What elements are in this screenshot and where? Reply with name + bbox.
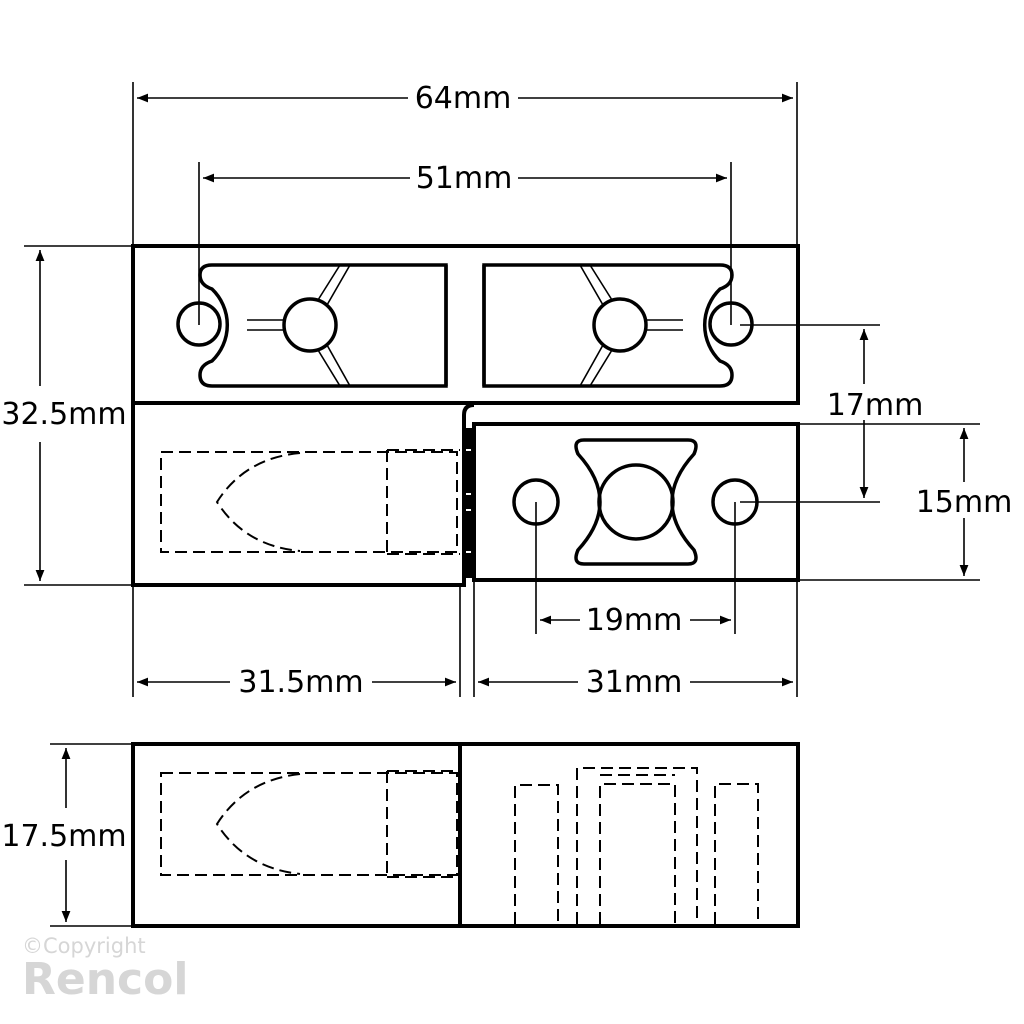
dim-label-19: 19mm: [586, 603, 683, 638]
side-elevation: [131, 742, 800, 928]
center-boss: [592, 297, 648, 353]
dim-label-31: 31mm: [586, 665, 683, 700]
dimension-hole-offset: 17mm: [740, 324, 924, 503]
dim-label-32-5: 32.5mm: [1, 397, 126, 432]
dimension-side-thickness: 17.5mm: [1, 743, 131, 927]
dimension-overall-width: 64mm: [132, 81, 798, 246]
lower-left-leaf: [131, 401, 475, 587]
top-leaf-plan: [131, 244, 800, 405]
dim-label-17: 17mm: [827, 388, 924, 423]
watermark-copyright: ©Copyright: [22, 934, 146, 958]
dim-label-31-5: 31.5mm: [238, 665, 363, 700]
copyright-watermark: ©Copyright Rencol: [22, 934, 188, 1005]
dimension-leaf-widths: 31.5mm 31mm: [132, 582, 798, 700]
dimension-overall-height: 32.5mm: [1, 245, 131, 586]
dim-label-17-5: 17.5mm: [1, 819, 126, 854]
center-boss: [597, 463, 675, 541]
watermark-brand: Rencol: [22, 954, 188, 1005]
dim-label-51: 51mm: [416, 161, 513, 196]
center-boss: [282, 297, 338, 353]
mounting-hole: [708, 301, 754, 347]
dimension-lower-leaf-height: 15mm: [800, 423, 1013, 581]
mounting-hole: [176, 301, 222, 347]
dim-label-64: 64mm: [415, 81, 512, 116]
dim-label-15: 15mm: [916, 485, 1013, 520]
dimension-hole-spacing-top: 51mm: [198, 161, 732, 325]
dimension-lower-hole-spacing: 19mm: [535, 502, 736, 638]
